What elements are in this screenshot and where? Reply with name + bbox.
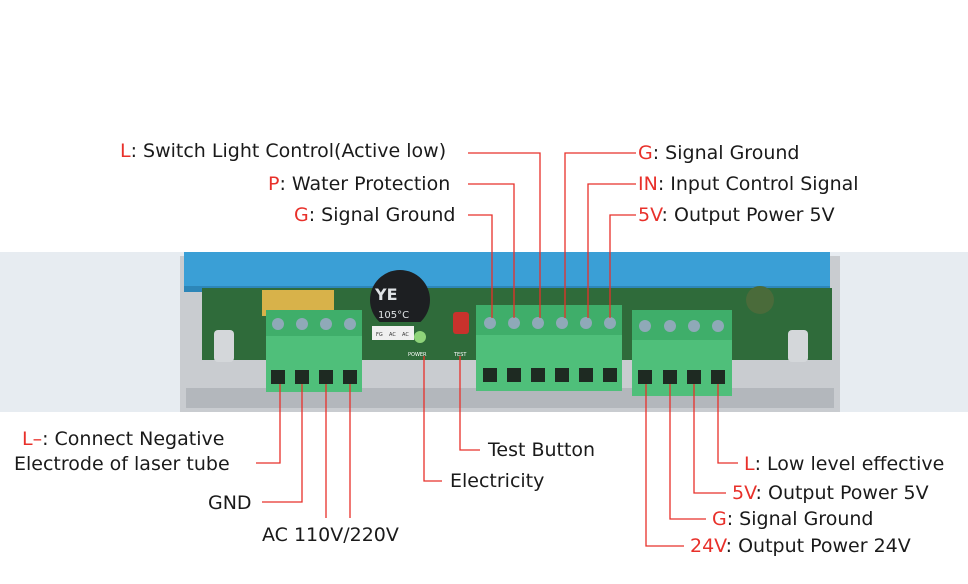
label-text: Test Button [488,439,596,461]
leader-l-low [717,384,738,464]
mount-post-right [788,330,808,362]
label-key: 24V [690,535,726,557]
label-key: G [294,204,309,226]
leader-electricity [423,356,442,482]
terminal-legend [372,326,414,340]
coil [746,286,774,314]
label-text: : Water Protection [279,173,451,195]
mount-post-left [214,330,234,362]
brand-mark: YE [374,285,398,304]
blue-cover [184,252,830,292]
label-p-water: P: Water Protection [268,173,450,195]
label-key: 5V [732,482,756,504]
label-key: 5V [638,204,662,226]
label-key: L [120,140,131,162]
ac-mark-2: AC [402,332,409,338]
label-key: G [712,508,727,530]
terminal-block-left [266,310,362,392]
label-text: : Connect Negative [42,428,225,450]
label-text: AC 110V/220V [262,524,399,546]
label-text: : Output Power 5V [661,204,835,226]
leader-g-bottom [669,384,706,520]
label-in-input: IN: Input Control Signal [638,173,859,195]
label-l-neg-line2: Electrode of laser tube [14,453,230,475]
label-g-signal-right: G: Signal Ground [638,142,799,164]
label-key: L [744,453,755,475]
label-l-switch: L: Switch Light Control(Active low) [120,140,446,162]
label-text: : Signal Ground [726,508,874,530]
leader-24v [645,384,684,547]
label-test-button: Test Button [488,439,595,461]
label-5v-top: 5V: Output Power 5V [638,204,835,226]
leader-g-signal-right [564,152,636,318]
test-mark: TEST [453,352,467,358]
label-text: Electricity [450,470,545,492]
leader-p-water [468,183,515,318]
label-text: : Output Power 24V [725,535,911,557]
power-led [414,331,426,343]
label-text: : Signal Ground [652,142,800,164]
label-l-low: L: Low level effective [744,453,944,475]
label-g-signal-left: G: Signal Ground [294,204,455,226]
ac-mark-1: AC [389,332,396,338]
temp-mark: 105°C [378,310,409,321]
fg-mark: FG [376,332,383,338]
label-24v: 24V: Output Power 24V [690,535,911,557]
leader-l-neg [256,384,281,464]
label-text: : Output Power 5V [755,482,929,504]
leader-g-signal-left [468,214,493,318]
label-l-neg: L–: Connect Negative [22,428,224,450]
test-button[interactable] [453,312,469,334]
leader-gnd [262,384,303,503]
label-g-bottom: G: Signal Ground [712,508,873,530]
label-ac: AC 110V/220V [262,524,399,546]
label-text: : Switch Light Control(Active low) [130,140,447,162]
leader-5v-bottom [693,384,726,494]
capacitor [370,270,430,330]
power-mark: POWER [408,352,427,358]
label-electricity: Electricity [450,470,544,492]
leader-l-switch [468,152,541,318]
label-text: : Input Control Signal [657,173,859,195]
label-key: G [638,142,653,164]
label-key: L– [22,428,43,450]
label-text: : Signal Ground [308,204,456,226]
terminal-block-right [632,310,732,396]
leader-5v-top [609,214,636,318]
label-text: GND [208,492,252,514]
leader-in-input [587,183,636,318]
label-text: : Low level effective [754,453,945,475]
label-key: IN [638,173,658,195]
leader-test-button [459,356,480,451]
label-5v-bottom: 5V: Output Power 5V [732,482,929,504]
label-text: Electrode of laser tube [14,453,230,475]
label-key: P [268,173,280,195]
leader-lines [256,152,738,547]
terminal-block-middle [476,305,622,391]
label-gnd: GND [208,492,252,514]
